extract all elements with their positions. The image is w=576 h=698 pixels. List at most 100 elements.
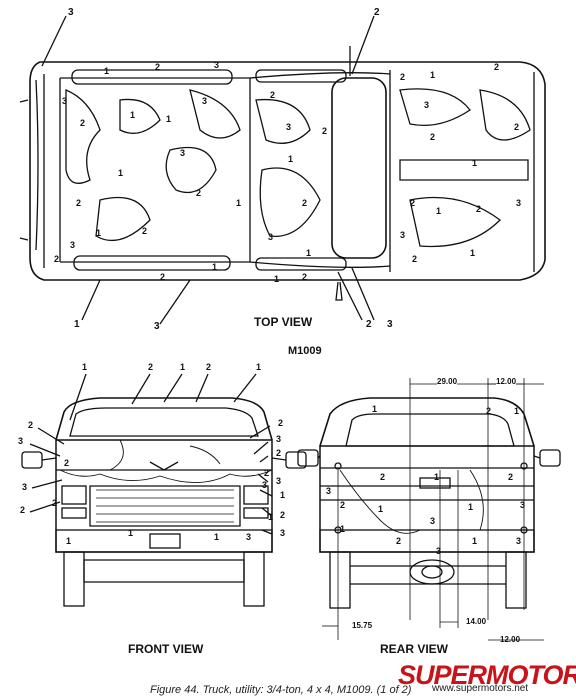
svg-text:3: 3: [520, 500, 525, 510]
svg-text:3: 3: [424, 100, 429, 110]
svg-text:3: 3: [268, 232, 273, 242]
figure-caption: Figure 44. Truck, utility: 3/4-ton, 4 x …: [150, 684, 412, 696]
front-view-label: FRONT VIEW: [128, 642, 204, 656]
svg-text:2: 2: [430, 132, 435, 142]
callout-front-2r2: 2: [276, 448, 282, 458]
svg-text:2: 2: [302, 198, 307, 208]
dimension-15-75: 15.75: [352, 621, 373, 630]
svg-text:2: 2: [142, 226, 147, 236]
top-view-label: TOP VIEW: [254, 315, 313, 329]
dimension-12-top: 12.00: [496, 377, 517, 386]
callout-front-3l: 3: [18, 436, 24, 446]
callout-front-2l2: 2: [20, 505, 26, 515]
svg-text:1: 1: [66, 536, 71, 546]
svg-text:2: 2: [476, 204, 481, 214]
callout-front-3r: 3: [276, 434, 282, 444]
svg-text:3: 3: [202, 96, 207, 106]
svg-text:1: 1: [104, 66, 109, 76]
callout-front-1c: 1: [256, 362, 262, 372]
svg-text:2: 2: [76, 198, 81, 208]
svg-text:1: 1: [472, 536, 477, 546]
svg-text:3: 3: [516, 536, 521, 546]
svg-text:3: 3: [326, 486, 331, 496]
svg-text:1: 1: [472, 158, 477, 168]
svg-text:1: 1: [118, 168, 123, 178]
svg-text:2: 2: [270, 90, 275, 100]
rear-view-label: REAR VIEW: [380, 642, 449, 656]
svg-text:2: 2: [514, 122, 519, 132]
callout-front-2l: 2: [28, 420, 34, 430]
model-label: M1009: [288, 345, 322, 357]
svg-text:1: 1: [288, 154, 293, 164]
supermotors-url: www.supermotors.net: [432, 683, 529, 694]
svg-text:2: 2: [322, 126, 327, 136]
svg-text:1: 1: [236, 198, 241, 208]
supermotors-watermark: SUPERMOTORS www.supermotors.net: [392, 660, 576, 694]
callout-top-right-upper: 2: [374, 7, 380, 18]
callout-bottom-left-3: 3: [154, 321, 160, 332]
callout-front-1r: 1: [280, 490, 286, 500]
svg-text:1: 1: [434, 472, 439, 482]
svg-text:1: 1: [340, 524, 345, 534]
callout-front-3r3: 3: [280, 528, 286, 538]
callout-front-2r: 2: [278, 418, 284, 428]
svg-text:1: 1: [436, 206, 441, 216]
dimension-29: 29.00: [437, 377, 458, 386]
rear-view-drawing: [297, 378, 561, 641]
svg-text:1: 1: [212, 262, 217, 272]
svg-text:1: 1: [372, 404, 377, 414]
svg-text:2: 2: [380, 472, 385, 482]
svg-text:2: 2: [508, 472, 513, 482]
svg-text:2: 2: [302, 272, 307, 282]
svg-text:2: 2: [396, 536, 401, 546]
svg-text:2: 2: [160, 272, 165, 282]
svg-text:3: 3: [516, 198, 521, 208]
callout-front-1a: 1: [82, 362, 88, 372]
svg-text:3: 3: [180, 148, 185, 158]
callout-front-3r2: 3: [276, 476, 282, 486]
callout-front-3l2: 3: [22, 482, 28, 492]
svg-text:3: 3: [430, 516, 435, 526]
callout-bottom-left-1: 1: [74, 319, 80, 330]
svg-text:3: 3: [70, 240, 75, 250]
svg-text:2: 2: [412, 254, 417, 264]
svg-text:2: 2: [410, 198, 415, 208]
callout-front-2r3: 2: [280, 510, 286, 520]
supermotors-logo-text: SUPERMOTORS: [398, 660, 576, 690]
svg-text:3: 3: [214, 60, 219, 70]
svg-text:2: 2: [486, 406, 491, 416]
svg-text:2: 2: [64, 458, 69, 468]
svg-text:2: 2: [400, 72, 405, 82]
callout-bottom-right-2: 2: [366, 319, 372, 330]
svg-text:3: 3: [436, 546, 441, 556]
dimension-14: 14.00: [466, 617, 487, 626]
dimension-12-bottom: 12.00: [500, 635, 521, 644]
callout-front-2b: 2: [206, 362, 212, 372]
svg-text:2: 2: [80, 118, 85, 128]
callout-front-1b: 1: [180, 362, 186, 372]
svg-text:1: 1: [128, 528, 133, 538]
front-view-drawing: [21, 373, 307, 607]
svg-text:1: 1: [214, 532, 219, 542]
callout-bottom-right-3: 3: [387, 319, 393, 330]
svg-text:1: 1: [96, 228, 101, 238]
svg-text:2: 2: [264, 468, 269, 478]
svg-text:3: 3: [286, 122, 291, 132]
top-view-drawing: [19, 15, 546, 325]
callout-top-left: 3: [68, 7, 74, 18]
svg-text:1: 1: [130, 110, 135, 120]
svg-text:3: 3: [400, 230, 405, 240]
svg-text:2: 2: [155, 62, 160, 72]
svg-text:1: 1: [268, 512, 273, 522]
svg-text:2: 2: [52, 498, 57, 508]
svg-text:2: 2: [340, 500, 345, 510]
svg-text:2: 2: [196, 188, 201, 198]
svg-text:1: 1: [468, 502, 473, 512]
svg-text:2: 2: [494, 62, 499, 72]
callout-front-2a: 2: [148, 362, 154, 372]
svg-text:1: 1: [166, 114, 171, 124]
svg-text:1: 1: [514, 406, 519, 416]
